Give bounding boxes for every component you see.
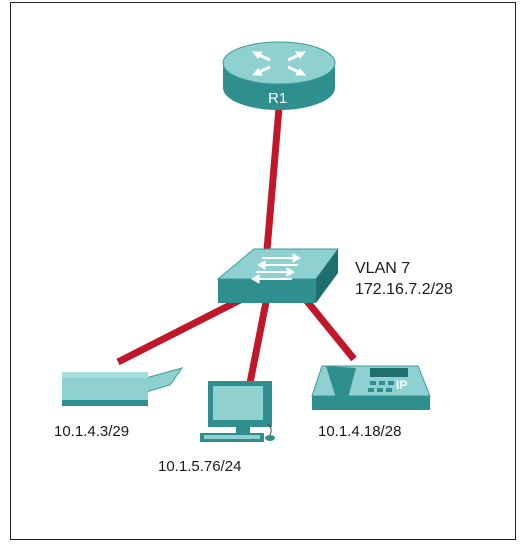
phone-ip-badge: IP bbox=[396, 378, 408, 392]
printer-ip-label: 10.1.4.3/29 bbox=[54, 423, 130, 440]
link-router-switch bbox=[262, 107, 283, 263]
links bbox=[116, 107, 357, 384]
ip-phone-icon[interactable] bbox=[311, 365, 431, 410]
pc-icon[interactable] bbox=[200, 381, 275, 442]
switch-ip-label: 172.16.7.2/28 bbox=[355, 281, 453, 298]
switch-vlan-label: VLAN 7 bbox=[355, 260, 411, 277]
router-label: R1 bbox=[268, 90, 288, 107]
pc-ip-label: 10.1.5.76/24 bbox=[158, 458, 242, 475]
diagram-frame bbox=[10, 2, 516, 540]
link-switch-phone bbox=[303, 297, 357, 362]
printer-icon[interactable] bbox=[62, 367, 184, 406]
phone-ip-label: 10.1.4.18/28 bbox=[318, 423, 402, 440]
link-switch-printer bbox=[116, 296, 242, 366]
link-switch-pc bbox=[246, 301, 270, 384]
switch-icon[interactable] bbox=[216, 248, 339, 303]
router-icon[interactable] bbox=[222, 41, 336, 110]
